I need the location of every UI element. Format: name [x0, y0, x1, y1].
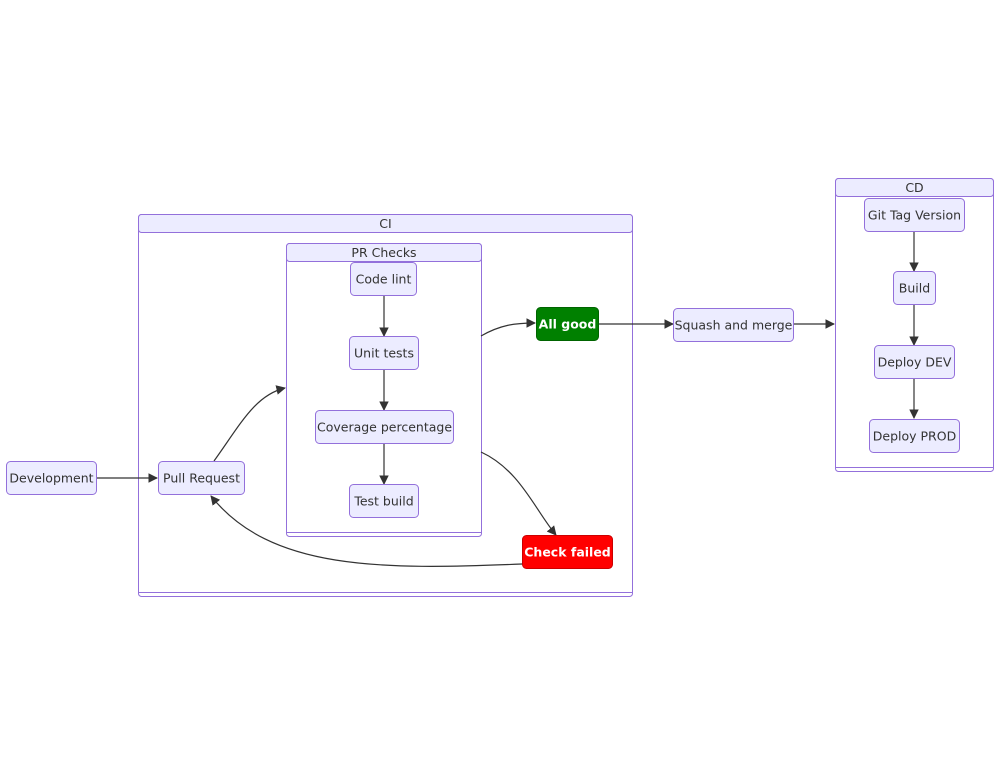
- node-all-good[interactable]: All good: [536, 307, 599, 341]
- edge-pr-checks-check-failed: [480, 451, 557, 536]
- node-coverage-percentage[interactable]: Coverage percentage: [315, 410, 454, 444]
- node-code-lint[interactable]: Code lint: [350, 262, 417, 296]
- node-build[interactable]: Build: [893, 271, 936, 305]
- node-development[interactable]: Development: [6, 461, 97, 495]
- cluster-ci-title: CI: [379, 216, 391, 231]
- node-build-label: Build: [899, 281, 930, 296]
- node-unit-tests-label: Unit tests: [354, 346, 414, 361]
- node-development-label: Development: [9, 471, 93, 486]
- node-check-failed-label: Check failed: [524, 545, 611, 560]
- node-git-tag-version-label: Git Tag Version: [868, 208, 961, 223]
- node-pull-request[interactable]: Pull Request: [158, 461, 245, 495]
- node-deploy-dev-label: Deploy DEV: [878, 355, 952, 370]
- node-deploy-prod[interactable]: Deploy PROD: [869, 419, 960, 453]
- cluster-cd-title: CD: [905, 180, 923, 195]
- node-all-good-label: All good: [539, 317, 597, 332]
- node-test-build[interactable]: Test build: [349, 484, 419, 518]
- edge-pr-checks-all-good: [480, 318, 536, 337]
- node-pull-request-label: Pull Request: [163, 471, 240, 486]
- edges: [97, 231, 919, 567]
- node-squash-and-merge[interactable]: Squash and merge: [673, 308, 794, 342]
- edge-pull-request-pr-checks: [213, 385, 286, 462]
- node-git-tag-version[interactable]: Git Tag Version: [864, 198, 965, 232]
- cluster-pr-checks-title: PR Checks: [351, 245, 416, 260]
- edge-check-failed-pull-request: [210, 495, 523, 567]
- node-code-lint-label: Code lint: [356, 272, 412, 287]
- node-squash-and-merge-label: Squash and merge: [675, 318, 793, 333]
- node-test-build-label: Test build: [353, 494, 413, 509]
- node-coverage-percentage-label: Coverage percentage: [317, 420, 452, 435]
- node-unit-tests[interactable]: Unit tests: [349, 336, 419, 370]
- node-deploy-dev[interactable]: Deploy DEV: [874, 345, 955, 379]
- node-check-failed[interactable]: Check failed: [522, 535, 613, 569]
- node-deploy-prod-label: Deploy PROD: [873, 429, 956, 444]
